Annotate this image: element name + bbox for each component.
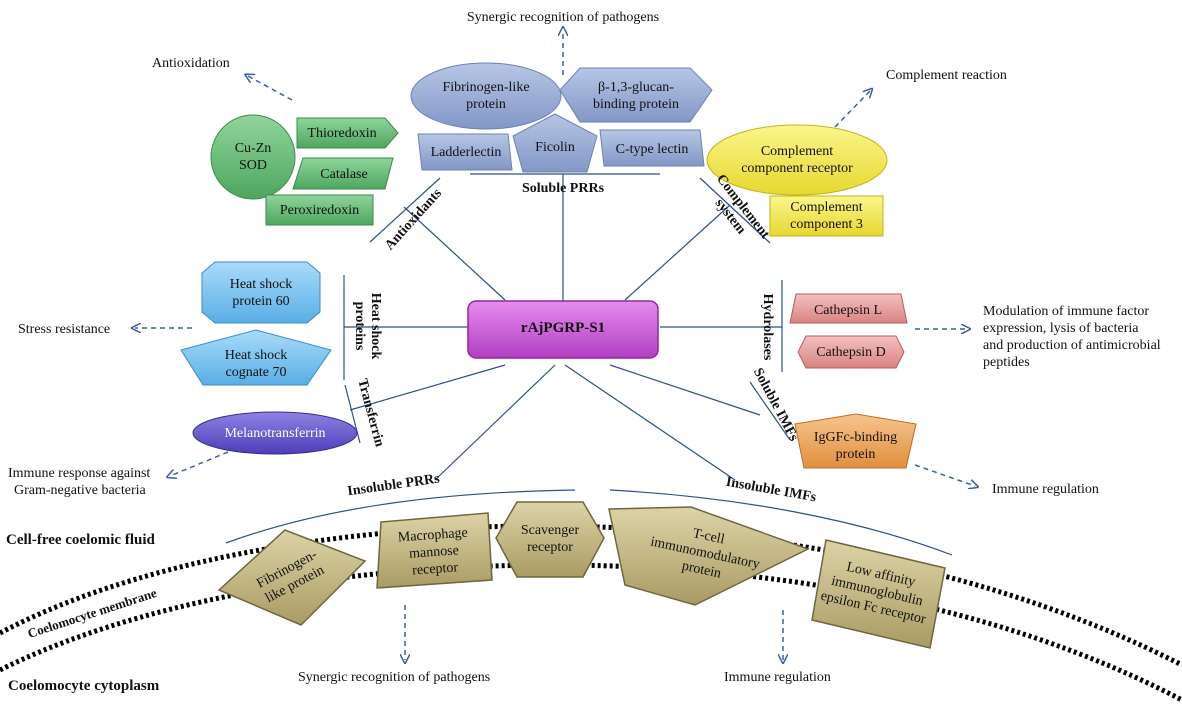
scavenger-receptor-label: Scavenger receptor — [500, 522, 600, 556]
iggfc-binding-protein-label: IgGFc-binding protein — [795, 429, 916, 463]
complement-component-3-label: Complement component 3 — [770, 199, 883, 233]
outcome-arrows — [135, 30, 975, 660]
c-type-lectin-shape — [599, 129, 705, 167]
catalase-shape — [292, 157, 394, 190]
outcome-antioxidation: Antioxidation — [152, 56, 230, 71]
label-line: SOD — [238, 158, 267, 173]
complement-component-receptor-shape — [706, 124, 888, 196]
immune-gram-line: Immune response against — [8, 466, 151, 481]
ficolin-shape — [512, 113, 598, 173]
label-line: Heat shock — [224, 348, 288, 363]
immune-gram-line: Gram-negative bacteria — [14, 483, 146, 498]
fibrinogen-like-protein-shape — [410, 62, 562, 130]
thioredoxin-label: Thioredoxin — [307, 126, 377, 141]
outcome-modulation: Modulation of immune factor expression, … — [983, 303, 1161, 371]
label-line: β-1,3-glucan- — [598, 80, 674, 95]
label-line: cognate 70 — [225, 365, 287, 380]
coelomocyte-cytoplasm-label: Coelomocyte cytoplasm — [8, 678, 160, 694]
center-node-label: rAjPGRP-S1 — [520, 320, 606, 336]
scavenger-receptor-shape — [495, 501, 605, 578]
label-line: Heat shock — [229, 277, 293, 292]
label-line: binding protein — [593, 97, 679, 112]
label-line: Cu-Zn — [234, 141, 272, 156]
label-line: Scavenger — [520, 523, 580, 538]
peroxiredoxin-label: Peroxiredoxin — [279, 203, 360, 218]
insoluble-imf-arc — [609, 489, 953, 556]
t-cell-immunomodulatory-protein-shape — [608, 506, 810, 606]
beta-glucan-binding-protein-shape — [559, 67, 713, 123]
modulation-line: Modulation of immune factor — [983, 304, 1150, 319]
cu-zn-sod-shape — [210, 114, 296, 200]
label-line: IgGFc-binding — [813, 430, 898, 445]
outcome-stress-resistance: Stress resistance — [18, 322, 111, 337]
cathepsin-d-shape — [797, 335, 905, 369]
ficolin-label: Ficolin — [535, 140, 575, 155]
outcome-complement-reaction: Complement reaction — [886, 68, 1007, 83]
label-line: protein — [466, 97, 506, 112]
label-line: component 3 — [790, 217, 863, 232]
hydrolases-category-label: Hydrolases — [760, 293, 775, 361]
cathepsin-l-shape — [789, 293, 908, 324]
outcome-synergic-top: Synergic recognition of pathogens — [466, 10, 660, 25]
hsc70-label: Heat shock cognate 70 — [196, 347, 316, 381]
modulation-line: peptides — [983, 355, 1030, 370]
macrophage-mannose-receptor-label: Macrophage mannose receptor — [378, 523, 489, 581]
membrane-outer-line — [0, 523, 1182, 668]
thioredoxin-shape — [296, 117, 399, 149]
outcome-immune-gram-negative: Immune response against Gram-negative ba… — [8, 465, 150, 499]
label-line: Fibrinogen-like — [442, 80, 530, 95]
peroxiredoxin-shape — [265, 194, 374, 226]
modulation-line: expression, lysis of bacteria — [983, 321, 1139, 336]
cathepsin-l-label: Cathepsin L — [813, 303, 883, 318]
label-line: Complement — [790, 200, 863, 215]
label-line: Complement — [760, 144, 834, 159]
heat-shock-category-label: Heat shock proteins — [351, 281, 383, 371]
center-node-shape — [467, 300, 659, 359]
macrophage-mannose-receptor-shape — [376, 512, 493, 589]
complement-component-3-shape — [769, 195, 884, 237]
iggfc-binding-protein-shape — [794, 413, 917, 469]
hsc70-shape — [180, 329, 332, 386]
fibrinogen-like-protein-label: Fibrinogen-like protein — [420, 79, 552, 113]
label-line: protein — [835, 447, 876, 462]
ladderlectin-label: Ladderlectin — [430, 145, 502, 160]
cathepsin-d-label: Cathepsin D — [816, 345, 886, 360]
cu-zn-sod-label: Cu-Zn SOD — [218, 140, 288, 174]
modulation-line: and production of antimicrobial — [983, 338, 1161, 353]
ladderlectin-shape — [417, 133, 513, 171]
melanotransferrin-shape — [192, 411, 358, 455]
label-line: component receptor — [741, 161, 853, 176]
beta-glucan-binding-protein-label: β-1,3-glucan- binding protein — [570, 79, 702, 113]
label-line: proteins — [352, 301, 367, 351]
melanotransferrin-label: Melanotransferrin — [224, 426, 326, 441]
insoluble-fibrinogen-shape — [217, 529, 367, 626]
outcome-immune-regulation-right: Immune regulation — [992, 482, 1099, 497]
outcome-synergic-bottom: Synergic recognition of pathogens — [298, 670, 491, 685]
cell-free-fluid-label: Cell-free coelomic fluid — [6, 532, 155, 548]
label-line: Heat shock — [368, 292, 383, 360]
c-type-lectin-label: C-type lectin — [615, 142, 689, 157]
label-line: protein 60 — [232, 294, 290, 309]
complement-receptor-label: Complement component receptor — [712, 143, 882, 177]
hsp60-label: Heat shock protein 60 — [202, 276, 320, 310]
insoluble-prr-arc — [225, 489, 576, 544]
connector-lines — [343, 173, 791, 481]
soluble-prrs-label: Soluble PRRs — [521, 181, 605, 196]
label-line: receptor — [527, 540, 573, 555]
low-affinity-receptor-shape — [811, 539, 946, 649]
catalase-label: Catalase — [320, 167, 368, 182]
outcome-immune-regulation-bottom: Immune regulation — [724, 670, 831, 685]
hsp60-shape — [201, 261, 321, 324]
